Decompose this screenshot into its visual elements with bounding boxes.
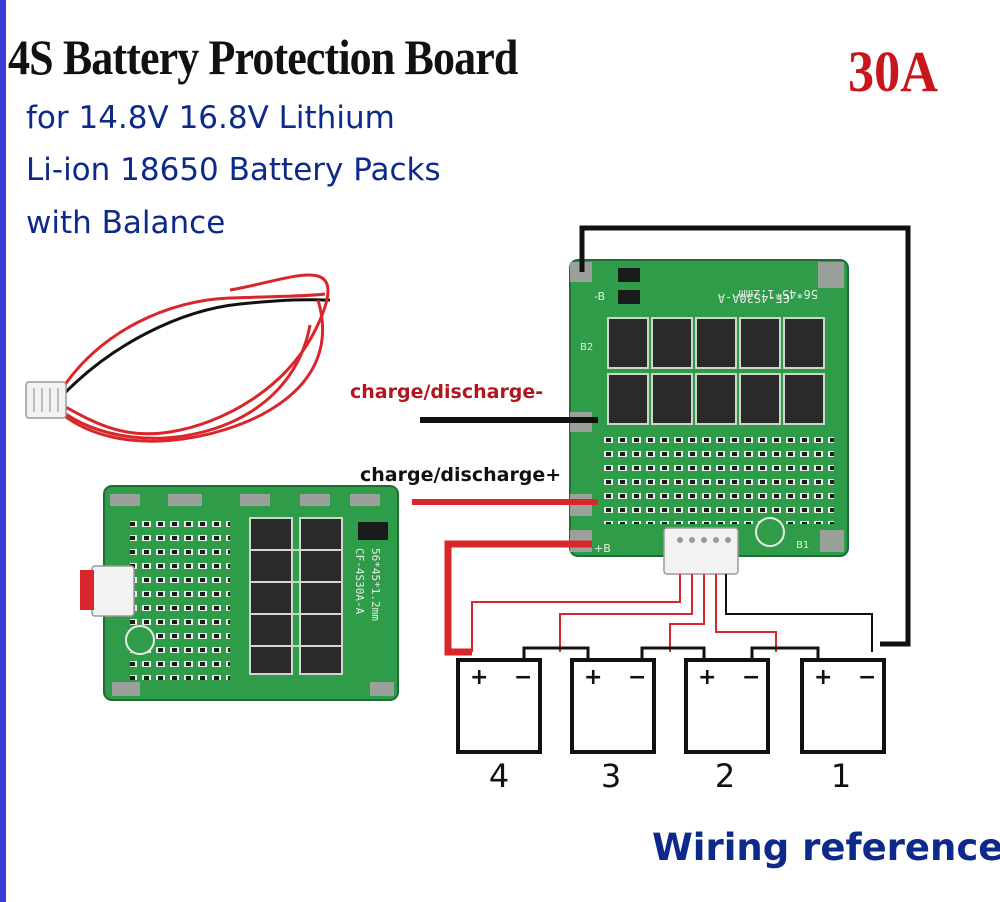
wire-label-negative: charge/discharge- [350,381,544,403]
wire-label-positive: charge/discharge+ [360,464,562,486]
cell-number-4: 4 [488,757,510,795]
svg-text:CF-4S30A-A: CF-4S30A-A [717,291,790,305]
pad-label-b-minus: -B [594,290,605,303]
product-title: 4S Battery Protection Board [8,29,518,85]
cell-4-plus: + [470,665,488,690]
cell-3-minus: − [628,665,646,690]
cell-number-1: 1 [830,757,852,795]
svg-text:CF-4S30A-A: CF-4S30A-A [353,548,366,615]
board-code-model: CF-4S30A-A [717,291,790,305]
cell-number-2: 2 [714,757,736,795]
subtitle-line-1: for 14.8V 16.8V Lithium [26,100,395,136]
pad-label-b-plus: +B [594,542,611,555]
pcb-bottom-view: CF-4S30A-A 56*45*1.2mm [80,485,399,701]
pad-label-b1: B1 [796,540,809,551]
balance-connector [25,381,67,419]
svg-text:56*45*1.2mm: 56*45*1.2mm [739,287,818,301]
board-size-left: 56*45*1.2mm [369,548,382,621]
pad-label-b2: B2 [580,342,593,353]
cell-4-minus: − [514,665,532,690]
cell-number-3: 3 [600,757,622,795]
battery-cell-4: + − [456,658,542,754]
cell-3-plus: + [584,665,602,690]
battery-cell-2: + − [684,658,770,754]
battery-cell-3: + − [570,658,656,754]
subtitle-line-3: with Balance [26,205,226,241]
cell-2-plus: + [698,665,716,690]
cell-1-minus: − [858,665,876,690]
svg-text:56*45*1.2mm: 56*45*1.2mm [369,548,382,621]
battery-cell-1: + − [800,658,886,754]
wiring-reference-caption: Wiring reference [652,826,1000,869]
board-code-size: 56*45*1.2mm [739,287,818,301]
current-rating-badge: 30A [848,39,938,104]
cell-2-minus: − [742,665,760,690]
cell-1-plus: + [814,665,832,690]
board-code-top-left: CF-4S30A-A [353,548,366,615]
wiring [412,225,911,660]
left-frame-border [0,0,6,902]
balance-cable [25,273,331,443]
pcb-top-view: 56*45*1.2mm CF-4S30A-A -B +B B2 B1 [569,259,849,575]
subtitle-line-2: Li-ion 18650 Battery Packs [26,152,441,188]
